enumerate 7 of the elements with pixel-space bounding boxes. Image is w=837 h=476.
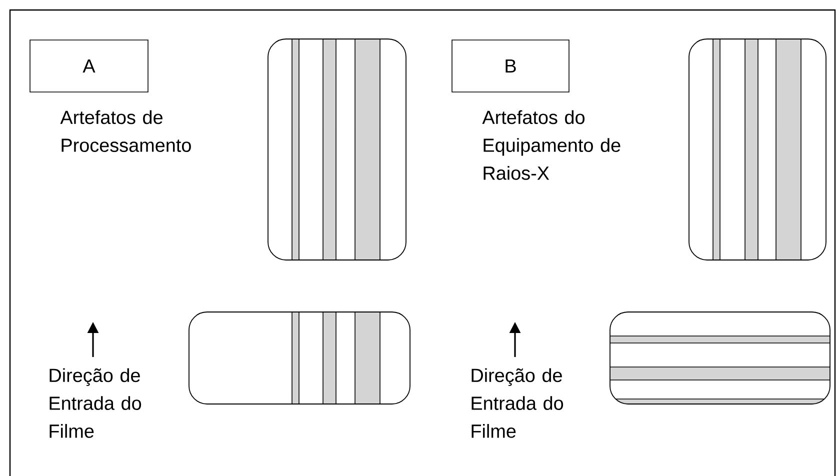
film-drawing	[188, 312, 410, 404]
caption-text: Direção de Entrada do Filme	[472, 368, 564, 438]
film-drawing	[610, 312, 830, 404]
film-drawing	[688, 38, 826, 260]
letter-box: A	[30, 40, 148, 92]
film-drawing	[268, 38, 406, 260]
letter-box: B	[452, 40, 570, 92]
